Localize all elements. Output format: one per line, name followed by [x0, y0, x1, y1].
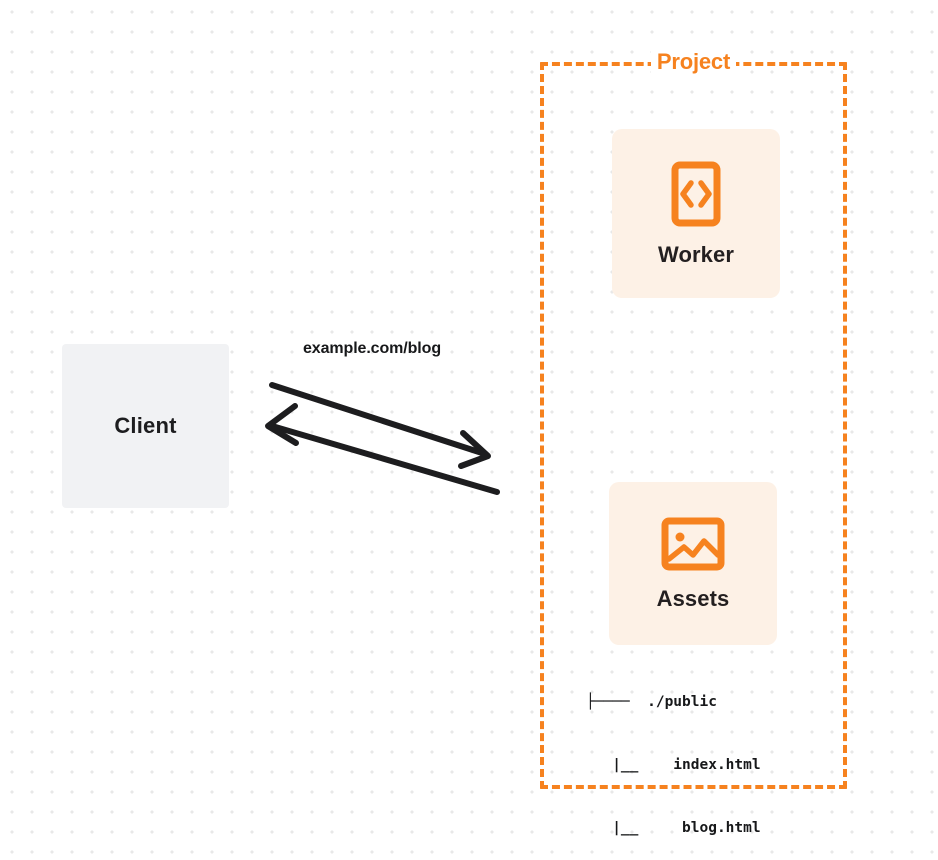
- file-tree-line: ├──── ./public: [586, 694, 717, 710]
- client-node-label: Client: [114, 413, 177, 438]
- project-title: Project: [540, 49, 847, 75]
- worker-node[interactable]: Worker: [612, 129, 780, 298]
- connection-url-label: example.com/blog: [303, 340, 441, 357]
- project-title-text: Project: [650, 49, 737, 74]
- assets-node-label: Assets: [656, 585, 730, 611]
- response-arrow: [265, 403, 500, 495]
- file-tree-line: |__ blog.html: [586, 820, 761, 836]
- request-arrow: [269, 382, 491, 469]
- code-file-icon: [671, 161, 721, 226]
- worker-node-label: Worker: [658, 241, 734, 267]
- client-node[interactable]: Client: [62, 344, 229, 508]
- assets-file-tree: ├──── ./public |__ index.html |__ blog.h…: [586, 650, 761, 860]
- image-icon: [661, 517, 725, 570]
- connection-arrows: [265, 382, 500, 495]
- file-tree-line: |__ index.html: [586, 757, 761, 773]
- assets-node[interactable]: Assets: [609, 482, 777, 645]
